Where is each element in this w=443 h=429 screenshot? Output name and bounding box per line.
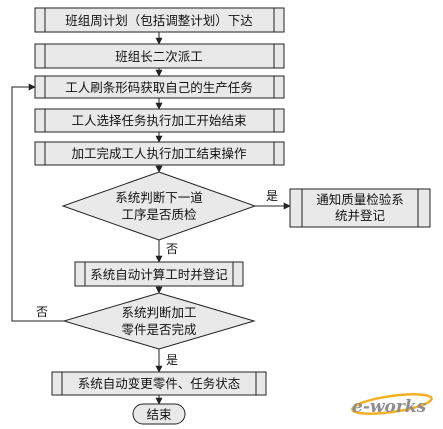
- decision-quality-check: 系统判断下一道 工序是否质检: [61, 171, 257, 241]
- step-scan-barcode-label: 工人刷条形码获取自己的生产任务: [65, 80, 253, 95]
- step-scan-barcode: 工人刷条形码获取自己的生产任务: [34, 75, 285, 99]
- step-finish-processing-label: 加工完成工人执行加工结束操作: [71, 146, 247, 161]
- step-finish-processing: 加工完成工人执行加工结束操作: [34, 141, 285, 166]
- decision-quality-check-line2: 工序是否质检: [121, 207, 197, 222]
- step-notify-quality-line2: 统并登记: [335, 208, 386, 223]
- step-notify-quality-line1: 通知质量检验系: [316, 192, 404, 207]
- decision-part-complete-line1: 系统判断加工: [121, 305, 196, 320]
- decision-part-complete-line2: 零件是否完成: [121, 322, 196, 337]
- step-calc-hours-label: 系统自动计算工时并登记: [90, 267, 228, 282]
- decision-quality-check-line1: 系统判断下一道: [115, 190, 203, 205]
- step-notify-quality: 通知质量检验系 统并登记: [289, 188, 431, 228]
- step-update-status-label: 系统自动变更零件、任务状态: [78, 376, 241, 391]
- label-yes-quality: 是: [266, 189, 278, 203]
- step-select-task-label: 工人选择任务执行加工开始结束: [71, 113, 247, 128]
- decision-part-complete: 系统判断加工 零件是否完成: [62, 292, 256, 350]
- label-no-quality: 否: [166, 242, 178, 256]
- step-dispatch-label: 班组长二次派工: [115, 49, 203, 64]
- label-yes-complete: 是: [166, 353, 178, 367]
- arrow-no-loop: [11, 83, 64, 322]
- step-dispatch: 班组长二次派工: [34, 43, 285, 69]
- step-weekly-plan: 班组周计划（包括调整计划）下达: [34, 7, 285, 33]
- step-calc-hours: 系统自动计算工时并登记: [74, 261, 244, 287]
- end-terminator: 结束: [132, 403, 186, 425]
- step-select-task: 工人选择任务执行加工开始结束: [34, 108, 285, 133]
- end-label: 结束: [146, 407, 172, 422]
- step-weekly-plan-label: 班组周计划（包括调整计划）下达: [65, 13, 253, 28]
- watermark-text: e-works: [352, 397, 427, 417]
- step-update-status: 系统自动变更零件、任务状态: [51, 371, 267, 396]
- eworks-logo: e-works: [351, 393, 433, 417]
- label-no-complete: 否: [36, 305, 48, 319]
